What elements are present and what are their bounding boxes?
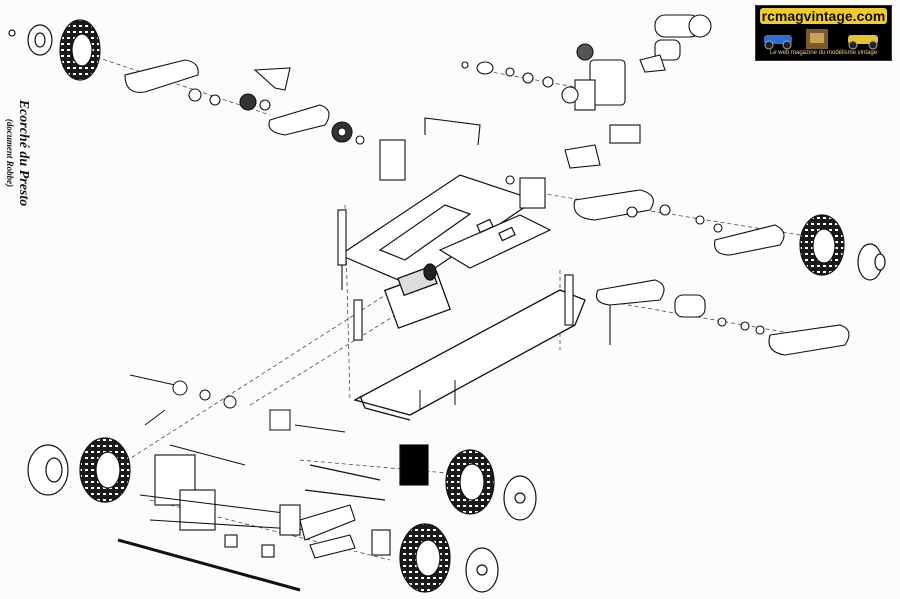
- rear-left-suspension: [124, 59, 365, 145]
- rear-left-wheel-group: [8, 19, 101, 81]
- caption: Ecorché du Presto (document Robbe): [5, 73, 31, 233]
- rear-right-wheel-group: [304, 444, 537, 593]
- caption-title: Ecorché du Presto: [16, 99, 31, 207]
- center-parts: [379, 117, 601, 209]
- caption-subtitle: (document Robbe): [5, 118, 15, 188]
- front-right-suspension: [573, 189, 785, 256]
- front-right-wheel-group: [799, 214, 886, 281]
- screws: [129, 374, 456, 466]
- rear-right-suspension: [564, 274, 850, 356]
- base-shadow-stripe: [117, 538, 301, 592]
- shock-absorbers: [337, 209, 363, 341]
- site-logo[interactable]: rcmagvintage.com Le web magazine du modé…: [755, 5, 892, 61]
- front-axle-assembly: [139, 454, 391, 559]
- main-lower-chassis: [353, 263, 586, 421]
- upper-chassis-plate: [338, 174, 552, 286]
- front-left-wheel-group: [27, 437, 131, 503]
- logo-car-illustrations-icon: [764, 29, 878, 50]
- logo-site-name: rcmagvintage.com: [760, 8, 887, 24]
- engine-group: [461, 14, 712, 144]
- logo-tagline: Le web magazine du modélisme vintage: [769, 50, 878, 56]
